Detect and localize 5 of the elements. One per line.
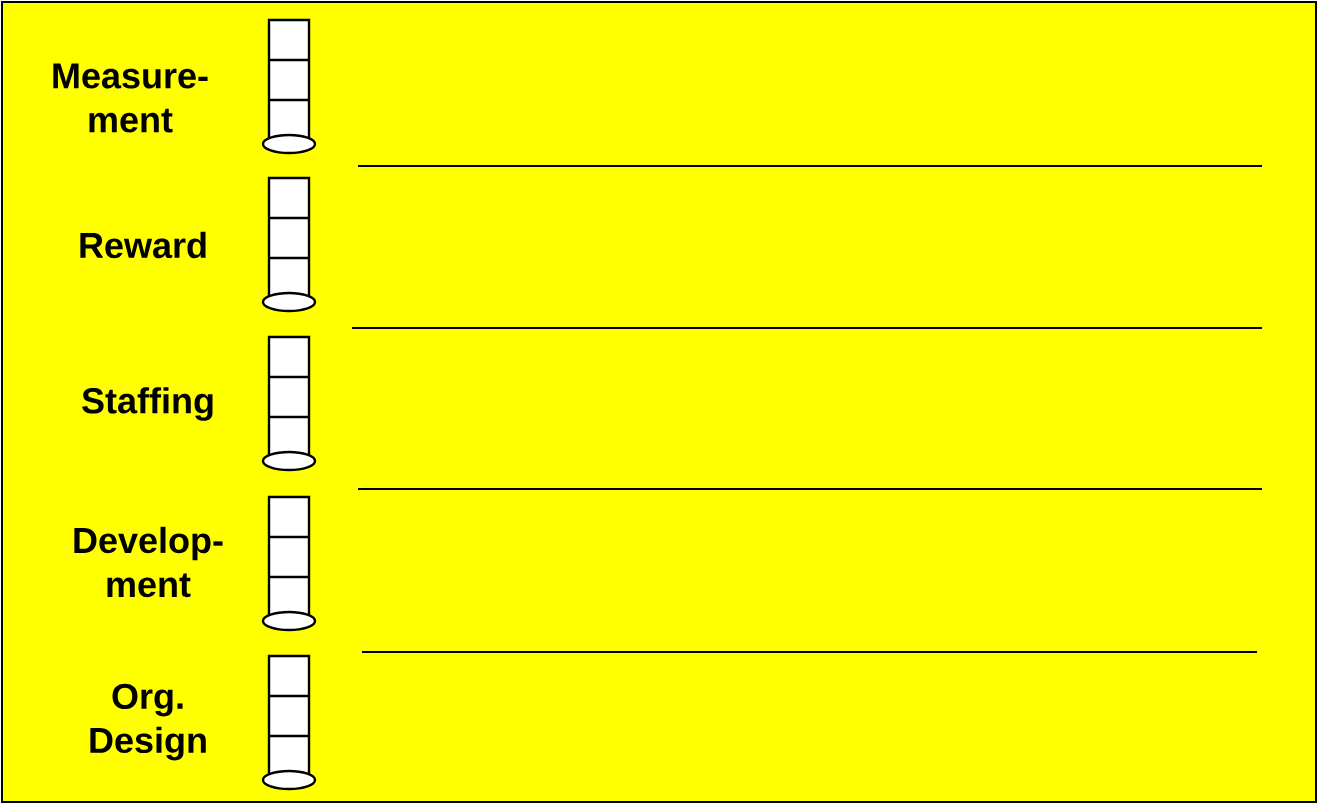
row-label: Org. Design xyxy=(90,683,206,761)
row-label: Reward xyxy=(80,231,206,259)
row-label: Measure- ment xyxy=(53,63,208,133)
row-label: Develop- ment xyxy=(74,526,223,598)
row-label: Staffing xyxy=(82,387,213,421)
